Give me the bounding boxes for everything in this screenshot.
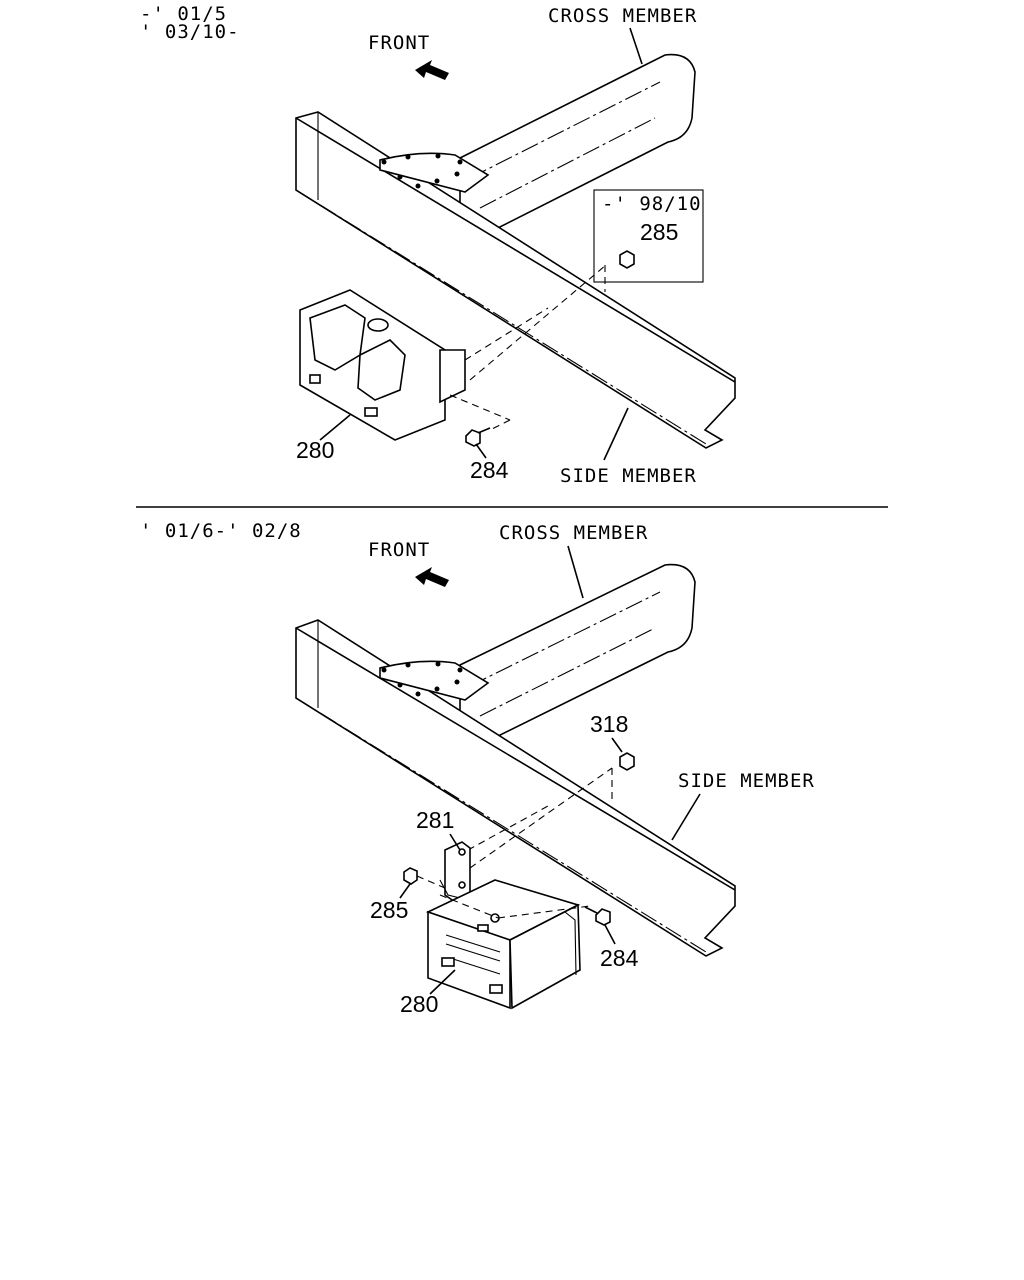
bottom-part-281-label: 281 (416, 807, 454, 833)
bottom-dash-4 (416, 875, 446, 889)
bottom-dash-1 (467, 805, 549, 851)
bottom-cross-member-leader (567, 545, 584, 599)
top-cross-member-label: CROSS MEMBER (548, 5, 697, 27)
top-dash-1 (464, 307, 549, 361)
bottom-date-range: ' 01/6-' 02/8 (140, 520, 302, 542)
bottom-part-318-label: 318 (590, 711, 628, 737)
bottom-front-arrow-icon (415, 567, 449, 587)
bottom-dash-6 (497, 905, 591, 919)
top-inset-date: -' 98/10 (602, 193, 702, 215)
bottom-part-280-label: 280 (400, 991, 438, 1017)
top-part-285-label: 285 (640, 219, 678, 245)
top-part-280-box (299, 289, 466, 441)
bottom-284-leader (604, 924, 616, 945)
top-side-member (295, 111, 736, 449)
bottom-280-leader (429, 969, 456, 995)
bottom-318-leader (611, 737, 623, 753)
bottom-part-284-label: 284 (600, 945, 639, 971)
top-cross-member (459, 53, 696, 233)
top-dash-4 (449, 394, 511, 421)
bottom-dash-2 (469, 767, 613, 869)
top-cross-member-leader (629, 27, 643, 65)
top-part-280-label: 280 (296, 437, 334, 463)
bottom-front-label: FRONT (368, 539, 430, 561)
top-side-member-leader (603, 407, 629, 461)
bottom-cross-member (459, 563, 696, 741)
top-part-284-label: 284 (470, 457, 509, 483)
top-date-range-line1: -' 01/5 (140, 3, 227, 25)
bottom-285-leader (399, 883, 411, 899)
bottom-nut-318-icon (619, 752, 635, 771)
top-front-arrow-icon (415, 60, 449, 80)
top-280-leader (319, 414, 351, 441)
top-dash-2 (469, 264, 607, 381)
bottom-diagram: ' 01/6-' 02/8 FRONT CROSS MEMBER SIDE ME… (140, 520, 815, 1017)
bottom-part-285-label: 285 (370, 897, 408, 923)
top-dash-5 (489, 419, 511, 431)
top-date-range-line2: ' 03/10- (140, 21, 240, 43)
bottom-nut-285-icon (403, 867, 418, 885)
bottom-281-leader (449, 833, 461, 851)
bottom-part-281-bracket (439, 841, 471, 903)
bottom-dash-5 (439, 894, 499, 919)
top-front-label: FRONT (368, 32, 430, 54)
bottom-side-member (295, 619, 736, 957)
top-diagram: -' 01/5 ' 03/10- FRONT CROSS MEMBER SIDE… (140, 3, 736, 487)
top-side-member-label: SIDE MEMBER (560, 465, 697, 487)
bottom-side-member-label: SIDE MEMBER (678, 770, 815, 792)
bottom-bolt-284-icon (584, 906, 611, 926)
top-inset-box (593, 189, 704, 283)
top-nut-285-icon (619, 250, 635, 269)
top-bolt-284-icon (465, 427, 491, 447)
bottom-side-member-leader (671, 793, 701, 841)
bottom-cross-member-label: CROSS MEMBER (499, 522, 648, 544)
bottom-part-280-box (425, 879, 581, 1010)
top-284-leader (475, 443, 487, 459)
